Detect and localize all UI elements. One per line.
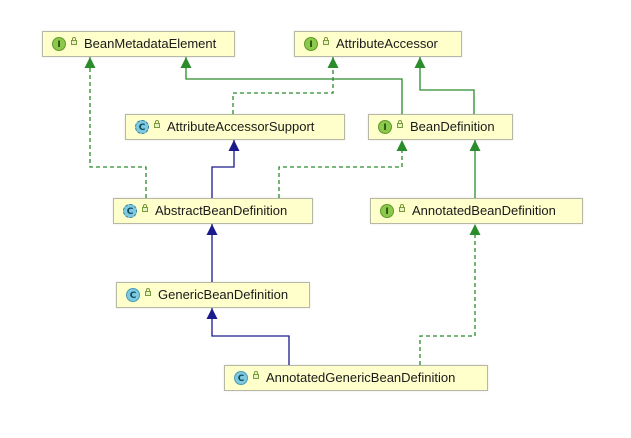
edge-bean-definition-to-bean-metadata-element xyxy=(180,57,403,114)
arrowhead xyxy=(206,224,218,235)
node-attribute-accessor[interactable]: I AttributeAccessor xyxy=(294,31,462,57)
edge-abstract-bean-definition-to-bean-metadata-element xyxy=(84,57,147,198)
node-label: AnnotatedGenericBeanDefinition xyxy=(266,370,456,385)
lock-icon xyxy=(399,204,405,212)
edge-attribute-accessor-support-to-attribute-accessor xyxy=(232,57,339,114)
interface-icon: I xyxy=(52,37,66,51)
node-bean-definition[interactable]: I BeanDefinition xyxy=(368,114,513,140)
arrowhead xyxy=(84,57,96,68)
arrowhead xyxy=(206,308,218,319)
interface-icon: I xyxy=(378,120,392,134)
edge-annotated-bean-definition-to-bean-definition xyxy=(469,140,481,198)
arrowhead xyxy=(396,140,408,151)
node-annotated-generic-bean-definition[interactable]: C AnnotatedGenericBeanDefinition xyxy=(224,365,488,391)
node-label: BeanDefinition xyxy=(410,119,495,134)
lock-icon xyxy=(142,204,148,212)
node-label: BeanMetadataElement xyxy=(84,36,217,51)
arrowhead xyxy=(180,57,192,68)
arrowhead xyxy=(327,57,339,68)
lock-icon xyxy=(154,120,160,128)
node-label: AnnotatedBeanDefinition xyxy=(412,203,556,218)
arrowhead xyxy=(228,140,240,151)
node-bean-metadata-element[interactable]: I BeanMetadataElement xyxy=(42,31,235,57)
node-label: GenericBeanDefinition xyxy=(158,287,289,302)
node-label: AttributeAccessor xyxy=(336,36,438,51)
edge-bean-definition-to-attribute-accessor xyxy=(414,57,475,114)
node-label: AbstractBeanDefinition xyxy=(155,203,288,218)
arrowhead xyxy=(469,140,481,151)
interface-icon: I xyxy=(304,37,318,51)
node-generic-bean-definition[interactable]: C GenericBeanDefinition xyxy=(116,282,310,308)
node-label: AttributeAccessorSupport xyxy=(167,119,315,134)
class-icon: C xyxy=(126,288,140,302)
lock-icon xyxy=(71,37,77,45)
abstract-class-icon: C xyxy=(123,204,137,218)
lock-icon xyxy=(397,120,403,128)
lock-icon xyxy=(145,288,151,296)
abstract-class-icon: C xyxy=(135,120,149,134)
edge-annotated-generic-bean-definition-to-generic-bean-definition xyxy=(206,308,290,365)
node-attribute-accessor-support[interactable]: C AttributeAccessorSupport xyxy=(125,114,345,140)
node-abstract-bean-definition[interactable]: C AbstractBeanDefinition xyxy=(113,198,313,224)
node-annotated-bean-definition[interactable]: I AnnotatedBeanDefinition xyxy=(370,198,583,224)
edge-abstract-bean-definition-to-attribute-accessor-support xyxy=(211,140,240,198)
edge-annotated-generic-bean-definition-to-annotated-bean-definition xyxy=(419,224,481,365)
interface-icon: I xyxy=(380,204,394,218)
edge-abstract-bean-definition-to-bean-definition xyxy=(278,140,408,198)
lock-icon xyxy=(253,371,259,379)
class-icon: C xyxy=(234,371,248,385)
arrowhead xyxy=(469,224,481,235)
arrowhead xyxy=(414,57,426,68)
edge-generic-bean-definition-to-abstract-bean-definition xyxy=(206,224,218,282)
lock-icon xyxy=(323,37,329,45)
